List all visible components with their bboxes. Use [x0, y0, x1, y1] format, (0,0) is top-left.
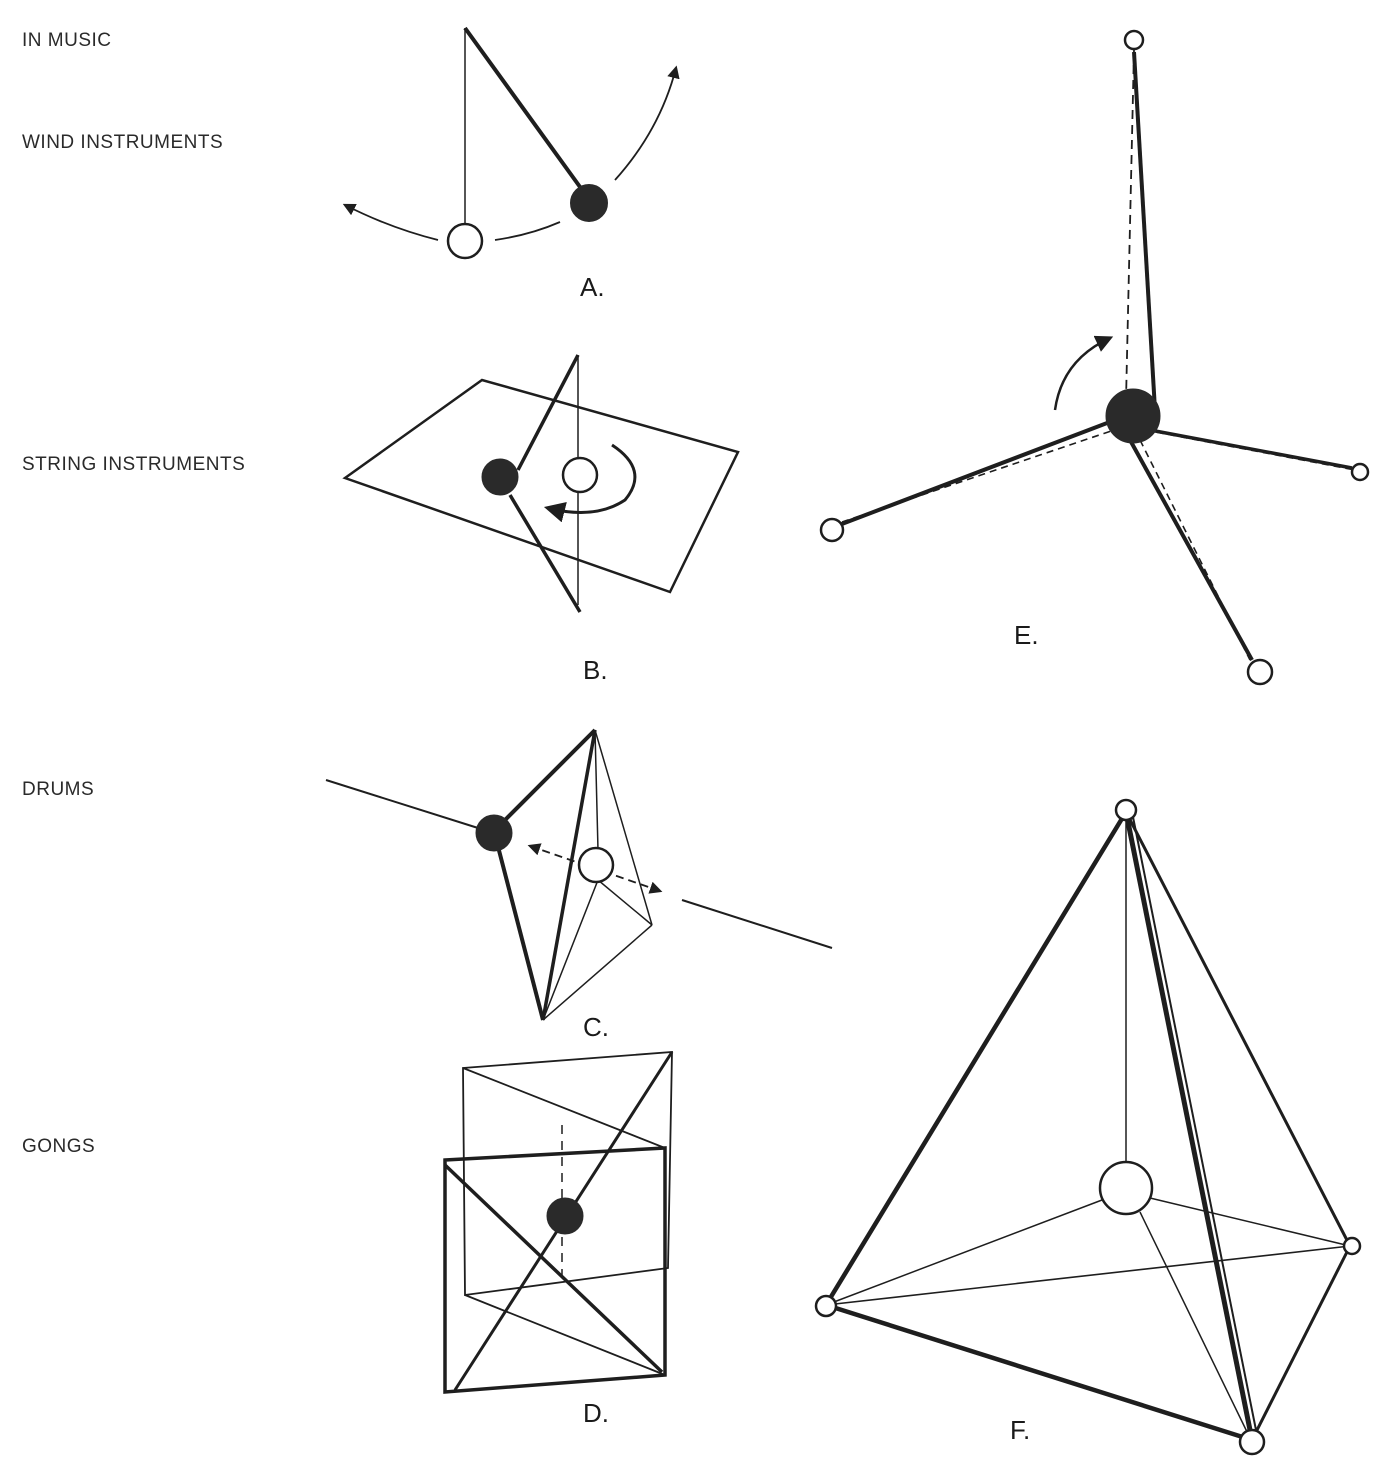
label-string-instruments: STRING INSTRUMENTS — [22, 454, 246, 475]
figure-c-solid-sphere — [475, 814, 513, 852]
figure-a-pendulum — [342, 26, 680, 260]
figure-label-e: E. — [1014, 620, 1039, 650]
figure-e-end-right — [1350, 462, 1370, 482]
figure-d-diagonal-b — [443, 1163, 664, 1374]
figure-label-b: B. — [583, 655, 608, 685]
figure-e-dashed-up — [1125, 49, 1135, 401]
figure-e-rotation-arrow — [1053, 335, 1114, 411]
figure-b-rotation-arrow — [543, 443, 637, 523]
figure-e-star — [819, 29, 1370, 686]
figure-e-end-left — [819, 517, 845, 543]
figure-f-edge-bottom — [825, 1302, 1253, 1443]
figure-c-open-sphere — [577, 846, 615, 884]
label-gongs: GONGS — [22, 1136, 96, 1157]
figure-e-end-bottom — [1246, 658, 1274, 686]
figure-c-edge-thin-right — [594, 729, 653, 926]
figure-f-center-sphere — [1098, 1160, 1154, 1216]
figure-a-swing-string — [463, 26, 590, 200]
figure-b-plane — [342, 354, 740, 613]
figure-c-drums — [325, 728, 833, 1021]
figure-f-edge-right — [1124, 811, 1352, 1247]
figure-e-solid-sphere — [1105, 388, 1161, 444]
figure-b-string-lower — [508, 494, 582, 613]
figure-a-solid-sphere — [570, 184, 608, 222]
figure-f-thin-base — [825, 1245, 1351, 1306]
figure-c-edge-top — [493, 728, 597, 832]
figure-f-vertex-right — [1342, 1236, 1362, 1256]
figure-c-edge-thin-bottom — [542, 924, 653, 1021]
figure-label-d: D. — [583, 1398, 609, 1428]
figure-e-end-top — [1123, 29, 1145, 51]
figure-e-arm-right — [1149, 428, 1353, 470]
figure-d-bottom-thin — [464, 1294, 666, 1376]
figure-f-tetrahedron — [814, 798, 1362, 1456]
figure-b-open-sphere — [561, 456, 599, 494]
figure-b-string-upper — [516, 354, 580, 471]
figure-c-axis-right — [681, 899, 833, 949]
figure-b-solid-sphere — [481, 458, 519, 496]
figure-a-arc-right-arrow — [614, 65, 680, 181]
figure-b-plane-outline — [342, 378, 740, 594]
figure-f-edge-front — [1123, 811, 1255, 1441]
figure-d-rear-plane — [462, 1051, 673, 1297]
figure-a-arc-left-arrow — [342, 203, 439, 241]
figure-e-arm-down — [1128, 439, 1254, 661]
figure-d-gongs — [443, 1051, 674, 1394]
figure-f-edge-left — [824, 810, 1128, 1307]
figure-c-edge-thin-inner — [594, 729, 599, 851]
figure-f-thin-a — [825, 1199, 1103, 1306]
figure-f-thin-b — [1149, 1197, 1351, 1247]
figure-label-f: F. — [1010, 1415, 1031, 1445]
figure-d-top-thin — [462, 1067, 666, 1149]
figure-f-vertex-left — [814, 1294, 838, 1318]
label-drums: DRUMS — [22, 779, 95, 800]
figure-c-edge-thin-inner2 — [597, 879, 653, 926]
figure-f-edge-front-outline — [1131, 811, 1259, 1441]
figure-a-arc-middle — [494, 221, 561, 241]
figure-f-vertex-bottom — [1238, 1428, 1266, 1456]
label-wind-instruments: WIND INSTRUMENTS — [22, 132, 224, 153]
figure-c-edge-left — [493, 834, 545, 1021]
figure-d-solid-sphere — [546, 1197, 584, 1235]
figure-label-c: C. — [583, 1012, 609, 1042]
figure-e-arm-up — [1132, 51, 1157, 411]
figure-e-arm-left — [833, 418, 1116, 529]
figure-f-edge-right-bottom — [1250, 1245, 1352, 1441]
figure-f-thin-c — [1139, 1211, 1251, 1439]
figure-a-open-sphere — [446, 222, 484, 260]
figure-c-axis-left — [325, 779, 479, 829]
figure-c-edge-thin-inner3 — [542, 879, 599, 1021]
label-in-music: IN MUSIC — [22, 30, 112, 51]
figure-f-vertex-top — [1114, 798, 1138, 822]
figure-label-a: A. — [580, 272, 605, 302]
